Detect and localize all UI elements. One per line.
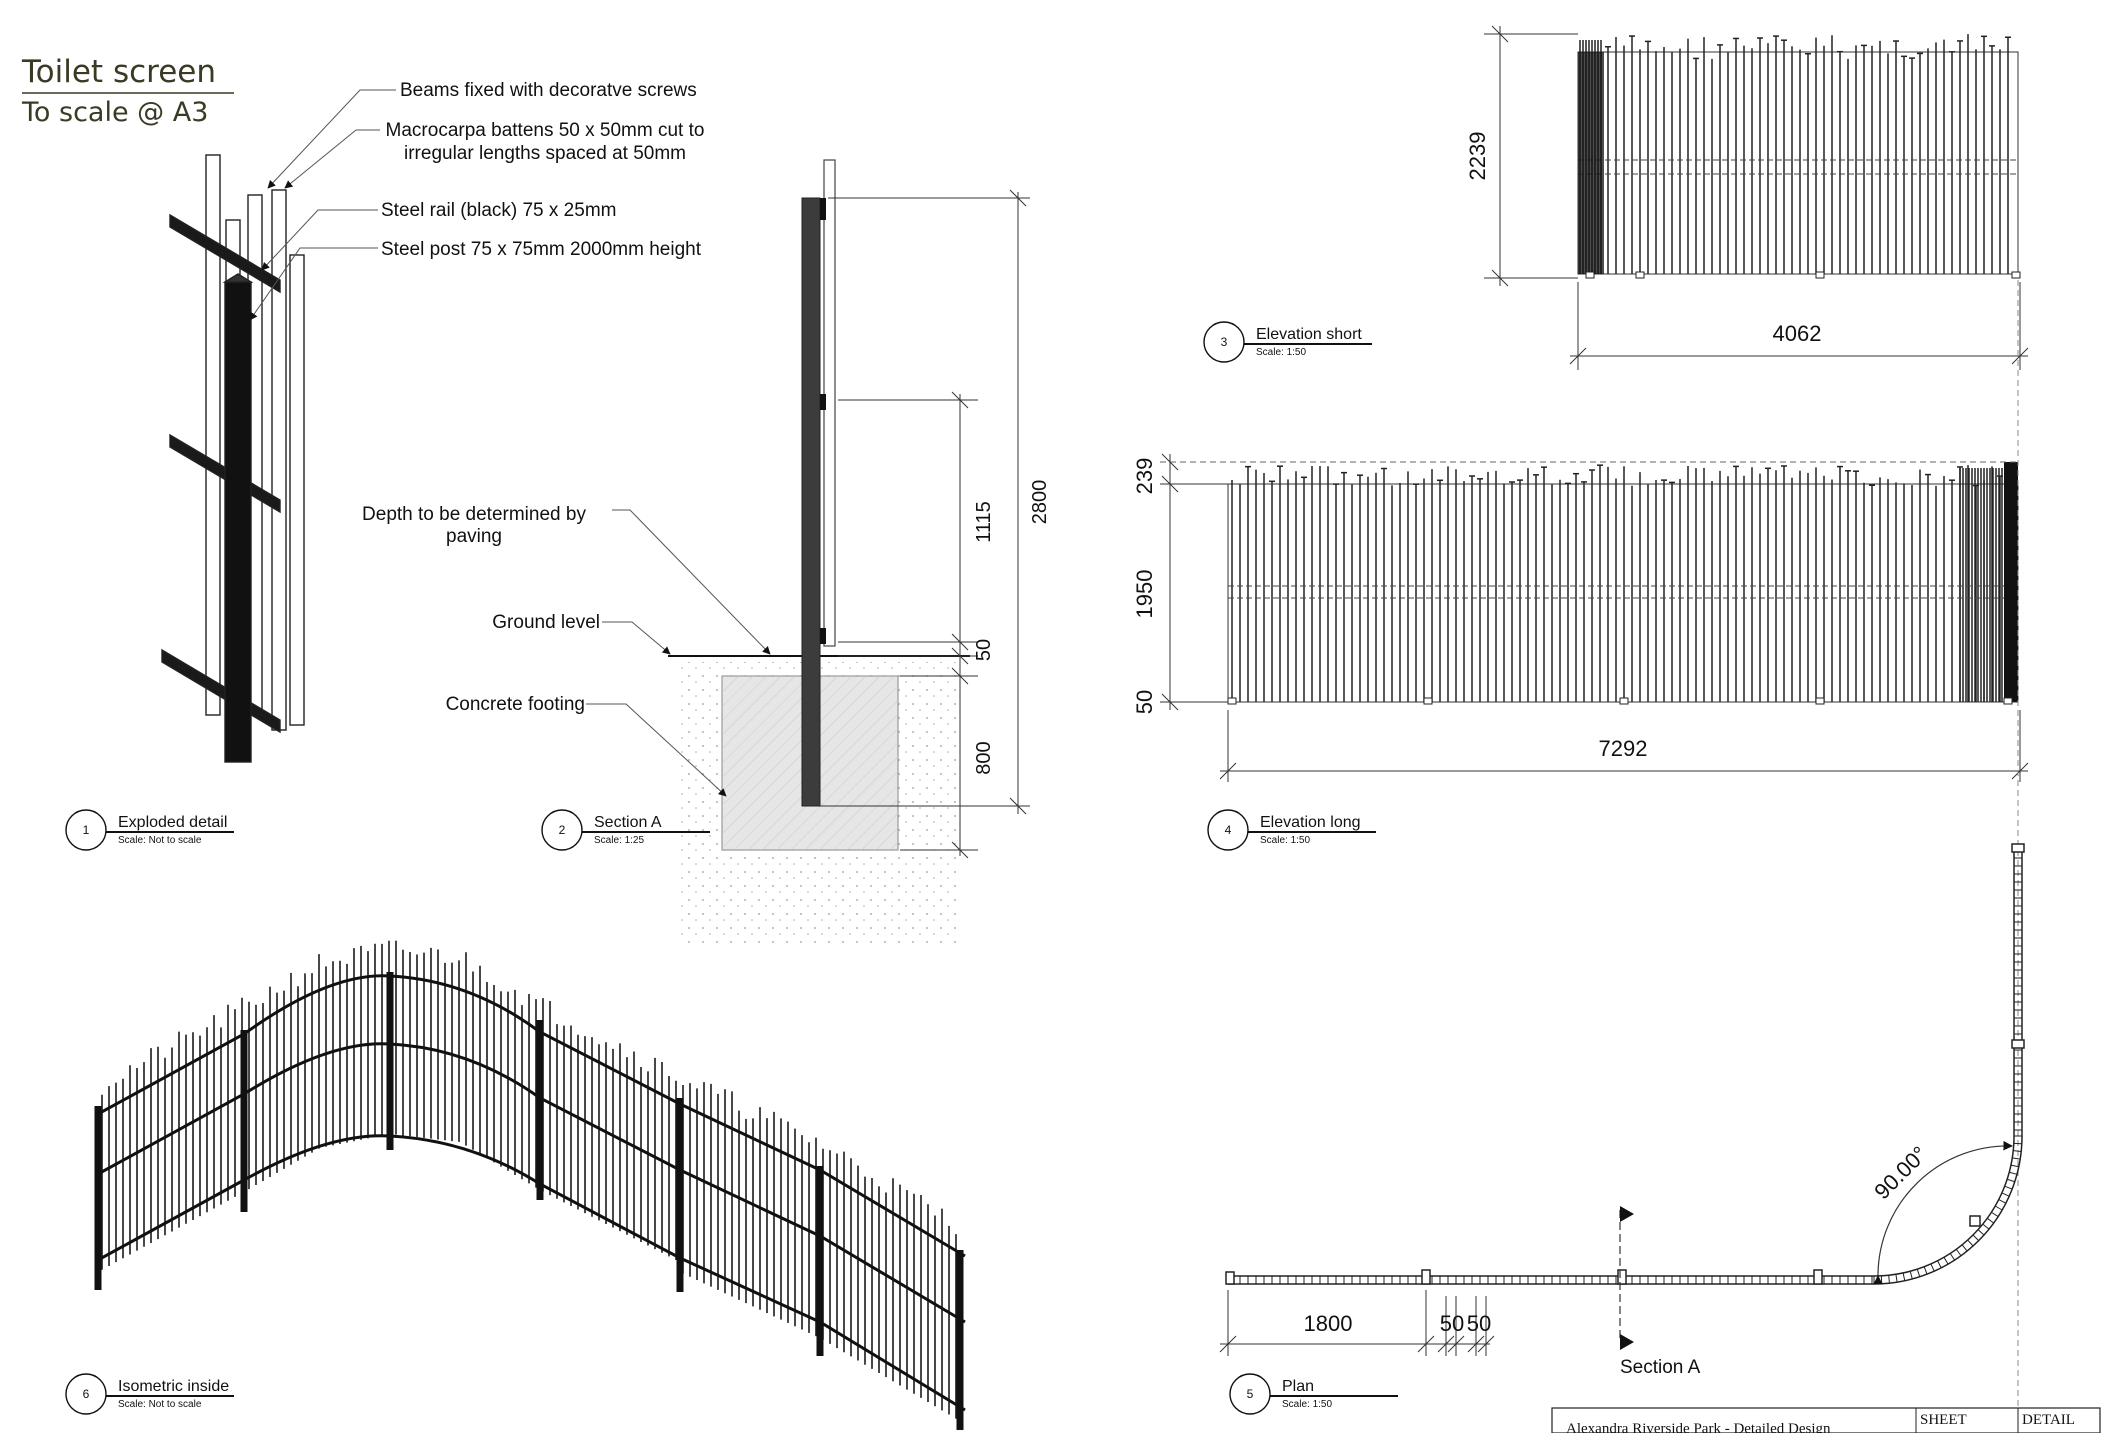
dim-long-mid: 1950 bbox=[1132, 570, 1157, 619]
view-5-number: 5 bbox=[1247, 1387, 1254, 1401]
view-4-badge bbox=[1207, 809, 1249, 851]
view-4-scale: Scale: 1:50 bbox=[1260, 835, 1310, 846]
rail-mid bbox=[820, 394, 826, 410]
section-a-drawing bbox=[668, 159, 970, 944]
callout-battens-line2: irregular lengths spaced at 50mm bbox=[404, 143, 686, 164]
dim-plan-length: 1800 bbox=[1304, 1311, 1353, 1336]
section-a-dimension-lines bbox=[820, 189, 1030, 859]
view-2-number: 2 bbox=[559, 823, 566, 837]
elevation-short-drawing bbox=[1577, 34, 2021, 279]
view-5-title: Plan bbox=[1282, 1378, 1314, 1395]
steel-post-section bbox=[801, 197, 821, 807]
view-2-badge bbox=[541, 809, 583, 851]
section-a-leaders bbox=[586, 509, 771, 797]
elevation-long-drawing bbox=[1160, 461, 2019, 705]
view-3-title: Elevation short bbox=[1256, 326, 1362, 343]
view-6-badge bbox=[65, 1373, 107, 1415]
view-2-title: Section A bbox=[594, 814, 662, 831]
callout-beams: Beams fixed with decoratve screws bbox=[400, 80, 697, 101]
dim-section-rail: 1115 bbox=[973, 501, 995, 543]
callout-battens-line1: Macrocarpa battens 50 x 50mm cut to bbox=[386, 120, 705, 141]
dim-section-footing: 800 bbox=[973, 741, 995, 774]
dim-long-width: 7292 bbox=[1599, 736, 1648, 761]
dim-long-bottom: 50 bbox=[1132, 690, 1157, 714]
callout-ground: Ground level bbox=[492, 612, 600, 633]
plan-section-label: Section A bbox=[1620, 1357, 1701, 1378]
dim-short-height: 2239 bbox=[1465, 132, 1490, 181]
view-1-title: Exploded detail bbox=[118, 814, 227, 831]
title-block-detail-label: DETAIL bbox=[2022, 1412, 2075, 1428]
view-6-number: 6 bbox=[83, 1387, 90, 1401]
plan-dim-lines bbox=[1219, 1290, 1495, 1356]
sheet-title: Toilet screen bbox=[21, 54, 216, 90]
title-block-sheet-label: SHEET bbox=[1920, 1412, 1967, 1428]
exploded-detail-drawing bbox=[161, 154, 305, 763]
elevation-long-dim-lines bbox=[1160, 453, 2029, 782]
dim-section-gap: 50 bbox=[973, 639, 995, 661]
dim-long-top: 239 bbox=[1132, 458, 1157, 495]
dim-section-total: 2800 bbox=[1029, 480, 1051, 525]
plan-angle-arc bbox=[1873, 1140, 2013, 1285]
exploded-leaders bbox=[249, 89, 396, 321]
title-block-project: Alexandra Riverside Park - Detailed Desi… bbox=[1566, 1421, 1831, 1433]
isometric-drawing bbox=[94, 940, 966, 1430]
view-5-scale: Scale: 1:50 bbox=[1282, 1399, 1332, 1410]
view-4-title: Elevation long bbox=[1260, 814, 1361, 831]
dim-short-width: 4062 bbox=[1773, 321, 1822, 346]
view-6-scale: Scale: Not to scale bbox=[118, 1399, 202, 1410]
rail-bottom bbox=[820, 628, 826, 644]
elevation-short-dim-lines bbox=[1484, 25, 2029, 370]
callout-post: Steel post 75 x 75mm 2000mm height bbox=[381, 239, 702, 260]
view-1-badge bbox=[65, 809, 107, 851]
view-5-badge bbox=[1229, 1373, 1271, 1415]
dim-plan-gap-a: 50 bbox=[1440, 1311, 1464, 1336]
callout-footing: Concrete footing bbox=[446, 694, 585, 715]
plan-section-marker bbox=[1619, 1206, 1634, 1350]
view-2-scale: Scale: 1:25 bbox=[594, 835, 644, 846]
callout-rail: Steel rail (black) 75 x 25mm bbox=[381, 200, 616, 221]
view-6-title: Isometric inside bbox=[118, 1378, 229, 1395]
view-1-scale: Scale: Not to scale bbox=[118, 835, 202, 846]
view-3-number: 3 bbox=[1221, 335, 1228, 349]
callout-depth-line1: Depth to be determined by bbox=[362, 504, 586, 525]
sheet-subtitle: To scale @ A3 bbox=[21, 97, 208, 128]
callout-depth-line2: paving bbox=[446, 526, 502, 547]
view-4-number: 4 bbox=[1225, 823, 1232, 837]
view-3-badge bbox=[1203, 321, 1245, 363]
dim-plan-angle: 90.00° bbox=[1869, 1141, 1932, 1204]
view-1-number: 1 bbox=[83, 823, 90, 837]
title-block: Alexandra Riverside Park - Detailed Desi… bbox=[1551, 1407, 2101, 1433]
view-3-scale: Scale: 1:50 bbox=[1256, 347, 1306, 358]
dim-plan-gap-b: 50 bbox=[1467, 1311, 1491, 1336]
rail-top bbox=[820, 198, 826, 220]
